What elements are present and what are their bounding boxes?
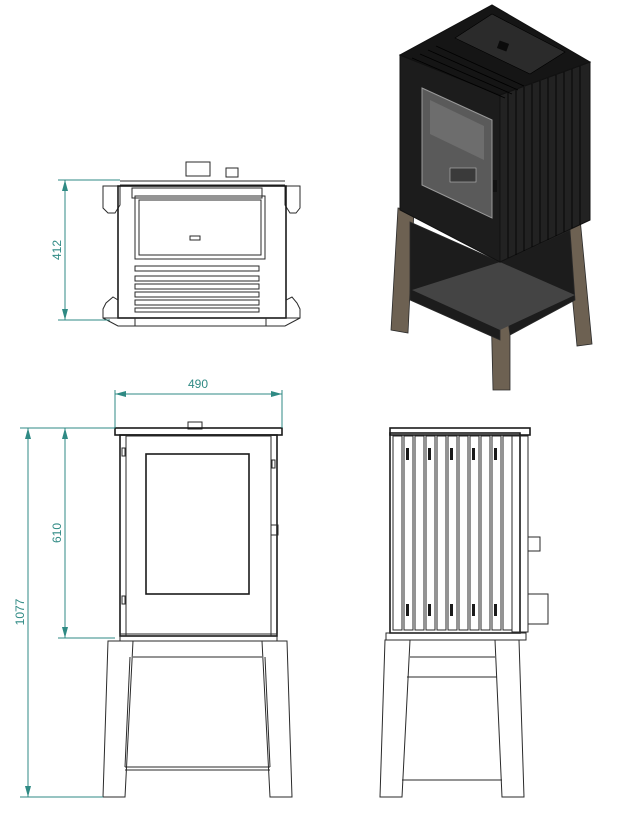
top-view-flue-outlet: [185, 161, 211, 177]
top-view-knob: [225, 167, 239, 178]
front-view-base: [119, 633, 278, 642]
iso-firebox-logs: [449, 167, 477, 183]
top-view-foot-left-front: [102, 296, 119, 319]
isometric-render: [390, 4, 593, 391]
side-view-leg-right: [494, 639, 525, 798]
top-view-foot-right-front: [285, 296, 301, 319]
side-view-top-plate: [389, 427, 531, 436]
top-view-handle: [189, 235, 201, 241]
dim-610-label: 610: [50, 523, 64, 543]
side-view-air-inlet: [527, 536, 541, 552]
side-view-fins: [392, 435, 513, 631]
dim-412-label: 412: [50, 240, 64, 260]
side-view: [379, 427, 549, 798]
dimension-610: 610: [50, 427, 115, 639]
front-view-handle: [270, 524, 279, 536]
front-view: [102, 421, 293, 798]
dimension-412: 412: [50, 179, 120, 321]
dimension-490: 490: [114, 377, 283, 428]
side-view-rear-panel: [511, 435, 529, 633]
front-view-glass: [145, 453, 250, 595]
iso-side-fins: [507, 66, 581, 258]
top-view-foot-right-rear: [284, 185, 301, 214]
front-view-body: [119, 434, 278, 637]
iso-flue-cap: [496, 40, 510, 52]
top-view-door-frame: [134, 195, 266, 260]
side-view-leg-left: [379, 639, 411, 798]
side-view-base: [385, 632, 527, 641]
dim-490-label: 490: [188, 377, 208, 391]
iso-door-handle: [493, 180, 497, 192]
dim-1077-label: 1077: [13, 598, 27, 625]
top-view-body: [117, 185, 287, 319]
side-view-flue-connector: [527, 593, 549, 625]
side-view-fin-clips: [406, 448, 497, 616]
front-view-flue: [187, 421, 203, 430]
top-view-grille: [134, 265, 260, 313]
front-view-leg-right: [261, 640, 293, 798]
top-view: [102, 161, 301, 327]
dimension-1077: 1077: [13, 427, 103, 798]
front-view-leg-left: [102, 640, 134, 798]
